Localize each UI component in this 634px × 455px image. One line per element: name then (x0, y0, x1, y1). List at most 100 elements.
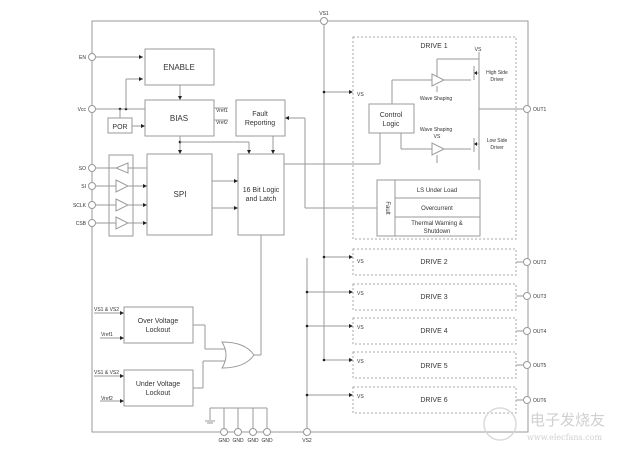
high-side-mosfet-icon (474, 71, 477, 75)
svg-text:SO: SO (79, 166, 86, 172)
drive1-vs-label: VS (357, 92, 364, 98)
svg-text:EN: EN (79, 55, 86, 61)
svg-text:VS: VS (357, 359, 364, 365)
pin-si: SI (81, 182, 96, 190)
fault-overcurrent: Overcurrent (421, 206, 453, 212)
fault-title: Fault (384, 201, 390, 215)
por-label: POR (112, 124, 127, 131)
drive1-vs-top: VS (475, 47, 482, 53)
svg-text:www.elecfans.com: www.elecfans.com (527, 433, 602, 442)
svg-text:GND: GND (247, 438, 259, 444)
svg-text:DRIVE 4: DRIVE 4 (420, 328, 447, 335)
high-side-label-2: Driver (490, 77, 504, 83)
fault-ls-under-load: LS Under Load (417, 188, 457, 194)
svg-text:OUT1: OUT1 (533, 107, 547, 113)
high-side-wave-shaper-icon (431, 73, 446, 87)
svg-text:OUT6: OUT6 (533, 398, 547, 404)
svg-text:GND: GND (232, 438, 244, 444)
wave-shaping-label-1: Wave Shaping (420, 96, 453, 102)
drive1-vs-low: VS (434, 134, 441, 140)
svg-text:CSB: CSB (76, 221, 87, 227)
control-logic-block (368, 103, 415, 134)
over-voltage-lockout-block (123, 306, 194, 344)
pin-gnd-4: GND (261, 428, 273, 444)
ov-label-1: Over Voltage (138, 318, 179, 325)
watermark: 电子发烧友 www.elecfans.com (483, 407, 605, 442)
pin-sclk: SCLK (73, 201, 96, 209)
drive6-block: DRIVE 6 VS (305, 386, 523, 414)
uv-label-2: Lockout (146, 390, 171, 397)
svg-text:VS2: VS2 (302, 438, 312, 444)
ov-vs-input: VS1 & VS2 (94, 307, 119, 313)
svg-text:VS: VS (357, 325, 364, 331)
under-voltage-lockout-block (123, 369, 194, 407)
ov-label-2: Lockout (146, 327, 171, 334)
fault-table (376, 179, 481, 237)
bias-label: BIAS (170, 114, 188, 123)
pin-vs2: VS2 (302, 428, 312, 444)
svg-text:DRIVE 5: DRIVE 5 (420, 363, 447, 370)
drive5-block: DRIVE 5 VS (322, 351, 523, 379)
svg-text:DRIVE 2: DRIVE 2 (420, 259, 447, 266)
svg-text:Vcc: Vcc (78, 107, 87, 113)
enable-block (144, 48, 215, 86)
low-side-mosfet-icon (474, 142, 477, 146)
pin-vcc: Vcc (78, 105, 96, 113)
wave-shaping-label-2: Wave Shaping (420, 127, 453, 133)
fault-reporting-label-2: Reporting (245, 120, 275, 127)
uv-label-1: Under Voltage (136, 381, 180, 388)
drive2-block: DRIVE 2 VS (322, 248, 523, 276)
drive1-title: DRIVE 1 (420, 43, 447, 50)
svg-text:OUT5: OUT5 (533, 363, 547, 369)
pin-gnd-1: GND (218, 428, 230, 444)
pin-csb: CSB (76, 219, 96, 227)
ov-ref-input: Vref1 (101, 332, 113, 338)
pin-gnd-3: GND (247, 428, 259, 444)
svg-text:电子发烧友: 电子发烧友 (530, 411, 605, 429)
svg-text:OUT4: OUT4 (533, 329, 547, 335)
svg-text:VS1: VS1 (319, 11, 329, 17)
drive3-block: DRIVE 3 VS (305, 283, 523, 311)
pin-out4: OUT4 (523, 327, 547, 335)
control-logic-label-2: Logic (383, 121, 400, 128)
svg-text:GND: GND (218, 438, 230, 444)
drive1-block (352, 36, 517, 240)
bias-vref1: Vref1 (216, 108, 228, 114)
svg-text:VS: VS (357, 291, 364, 297)
pin-out5: OUT5 (523, 361, 547, 369)
fault-reporting-label-1: Fault (252, 111, 268, 118)
svg-text:SI: SI (81, 184, 86, 190)
drive4-block: DRIVE 4 VS (305, 317, 523, 345)
enable-label: ENABLE (163, 63, 195, 72)
uv-ref-input: Vref2 (101, 396, 113, 402)
bias-block (144, 99, 215, 137)
pin-out1: OUT1 (523, 105, 547, 113)
logic-label-1: 16 Bit Logic (243, 187, 280, 194)
pin-vs1: VS1 (319, 11, 329, 25)
fault-reporting-block (235, 99, 286, 137)
low-side-wave-shaper-icon (431, 142, 446, 156)
fault-thermal-1: Thermal Warning & (411, 221, 462, 227)
watermark-logo-icon (483, 407, 517, 441)
svg-text:SCLK: SCLK (73, 203, 87, 209)
pin-out2: OUT2 (523, 258, 547, 266)
svg-text:DRIVE 6: DRIVE 6 (420, 397, 447, 404)
fault-thermal-2: Shutdown (424, 229, 451, 235)
low-side-label-2: Driver (490, 145, 504, 151)
svg-text:VS: VS (357, 394, 364, 400)
svg-text:DRIVE 3: DRIVE 3 (420, 294, 447, 301)
uv-vs-input: VS1 & VS2 (94, 370, 119, 376)
logic-latch-block (237, 153, 285, 236)
control-logic-label-1: Control (380, 112, 403, 119)
svg-text:GND: GND (261, 438, 273, 444)
spi-block (146, 153, 213, 236)
pin-out6: OUT6 (523, 396, 547, 404)
low-side-label-1: Low Side (487, 138, 508, 144)
svg-text:OUT3: OUT3 (533, 294, 547, 300)
pin-en: EN (79, 53, 96, 61)
pin-out3: OUT3 (523, 292, 547, 300)
high-side-label-1: High Side (486, 70, 508, 76)
spi-label: SPI (174, 190, 187, 199)
svg-text:OUT2: OUT2 (533, 260, 547, 266)
